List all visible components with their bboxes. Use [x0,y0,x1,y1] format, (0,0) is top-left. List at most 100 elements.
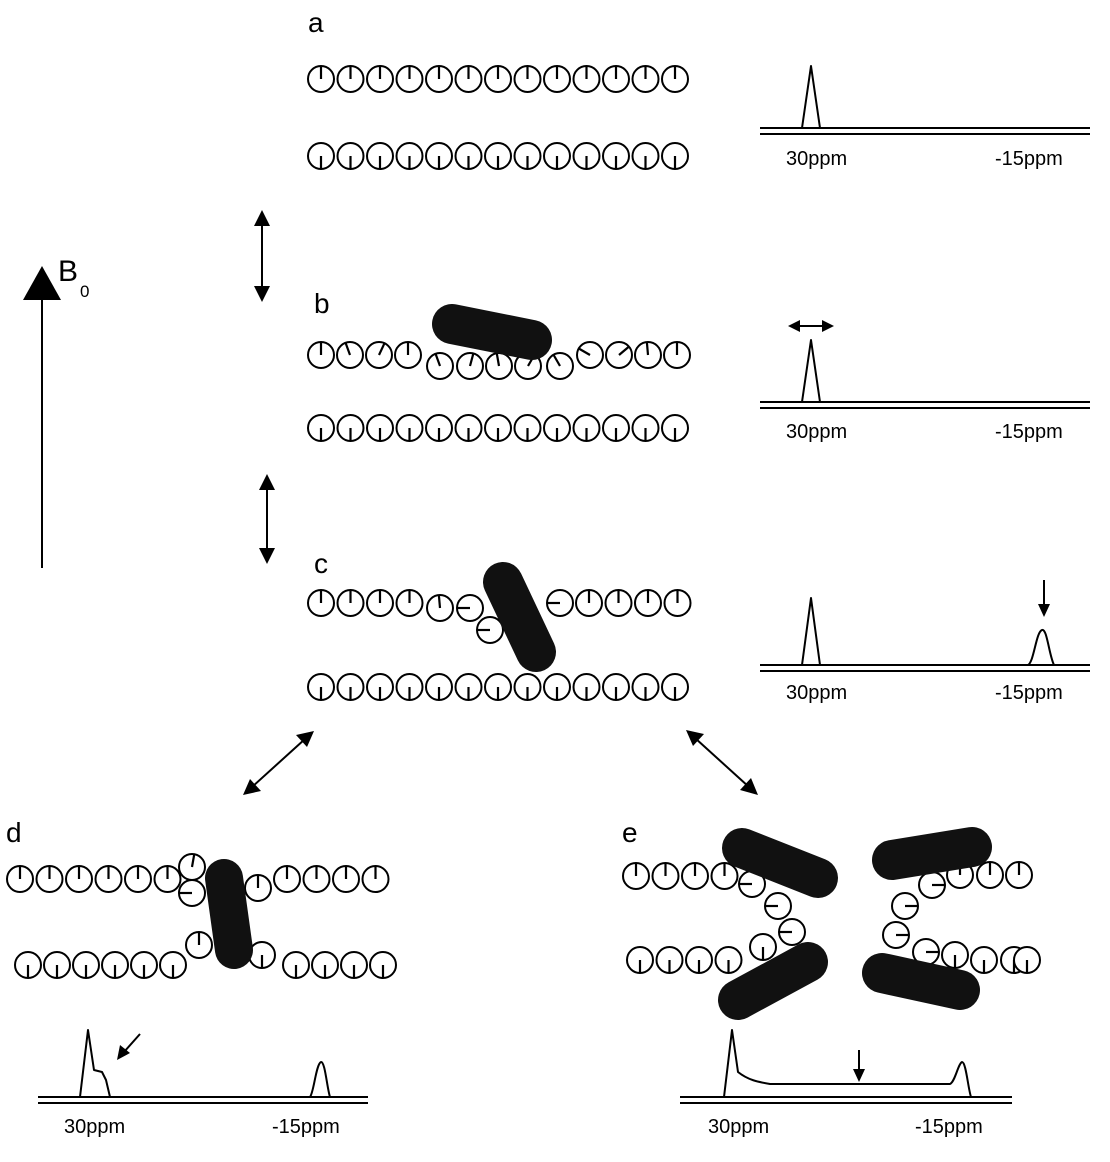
lipid-c-lower [661,673,689,701]
lipid-e-lower [941,941,969,969]
lipid-b-lower [425,414,453,442]
spectrum-a [760,65,1090,135]
lipid-c-upper [575,589,603,617]
panel-label-b: b [314,288,330,319]
lipid-b-lower [454,414,483,442]
spectrum-a-left-label: 30ppm [786,148,847,170]
lipid-a-lower [366,142,394,170]
lipid-d-lower [311,951,339,979]
lipid-e-lower [749,933,777,961]
lipid-b-lower [366,414,394,442]
plateau-indicator-arrow-e [853,1050,865,1082]
lipid-d-upper [6,865,34,893]
lipid-d-upper [244,874,272,902]
lipid-c-upper [634,589,662,617]
peptide-e-pore-upper-left [722,828,838,898]
lipid-c-lower [602,673,630,701]
lipid-b-upper [307,341,335,369]
spectrum-d-left-label: 30ppm [64,1116,125,1138]
spectrum-e-left-label: 30ppm [708,1116,769,1138]
lipid-e-upper [622,862,650,890]
spectrum-b-left-label: 30ppm [786,421,847,443]
lipid-d-upper [35,865,64,893]
lipid-b-lower [484,414,512,442]
lipid-c-upper [307,589,335,617]
spectrum-c-left-label: 30ppm [786,682,847,704]
spectrum-d-right-label: -15ppm [272,1116,340,1138]
b0-field-arrow [23,266,61,568]
lipid-c-lower [484,673,512,701]
lipid-e-upper [710,862,739,890]
lipid-c-upper [426,594,454,622]
lipid-e-upper [778,918,806,946]
lipid-d-lower [14,951,42,979]
spectrum-d [38,1029,368,1104]
lipid-a-upper [307,65,335,93]
lipid-d-upper [178,853,206,881]
lipid-d-upper [302,865,331,893]
lipid-a-upper [336,65,365,93]
lipid-b-upper [576,341,604,369]
lipid-a-upper [484,65,512,93]
spectrum-e [680,1029,1012,1104]
lipid-d-lower [185,931,213,959]
lipid-a-upper [602,65,630,93]
lipid-c-lower [631,673,660,701]
lipid-a-lower [336,142,365,170]
spectrum-b [760,339,1090,409]
lipid-a-lower [454,142,483,170]
panel-label-d: d [6,817,22,848]
lipid-b-upper [426,352,454,380]
lipid-e-lower [912,938,940,966]
spectrum-b-right-label: -15ppm [995,421,1063,443]
lipid-a-upper [366,65,394,93]
lipid-e-upper [764,892,792,920]
lipid-a-lower [631,142,660,170]
lipid-b-lower [543,414,571,442]
lipid-e-upper [976,861,1004,889]
panel-label-e: e [622,817,638,848]
spectrum-e-right-label: -15ppm [915,1116,983,1138]
lipid-b-lower [307,414,335,442]
membrane-layers [6,65,1041,979]
lipid-e-lower [685,946,713,974]
lipid-d-lower [248,941,276,969]
lipid-a-lower [395,142,424,170]
lipid-c-lower [395,673,424,701]
lipid-a-upper [395,65,424,93]
lipid-a-upper [572,65,601,93]
lipid-d-lower [130,951,158,979]
lipid-b-lower [336,414,365,442]
peptide-b-surface [432,304,552,360]
transition-arrow-c-d [243,731,314,795]
lipid-e-lower [1013,946,1041,974]
b0-label: B [58,255,78,288]
lipid-c-lower [307,673,335,701]
lipid-e-lower [882,921,910,949]
lipid-a-lower [661,142,689,170]
peptide-e-pore-upper-right [872,827,992,880]
lipid-d-upper [153,865,182,893]
lipid-d-lower [101,951,129,979]
lipid-d-lower [369,951,397,979]
lipid-a-lower [484,142,512,170]
lipid-d-lower [282,951,310,979]
lipid-a-upper [543,65,571,93]
lipid-d-lower [72,951,100,979]
lipid-d-upper [65,865,93,893]
lipid-a-lower [425,142,453,170]
lipid-d-upper [273,865,301,893]
lipid-b-upper [456,352,484,380]
lipid-a-upper [454,65,483,93]
lipid-e-lower [626,946,654,974]
transition-arrow-a-b [254,210,270,302]
lipid-d-upper [124,865,152,893]
lipid-d-upper [94,865,123,893]
transition-arrow-c-e [686,730,758,795]
lipid-c-lower [513,673,542,701]
lipid-b-upper [394,341,422,369]
lipid-c-lower [366,673,394,701]
lipid-e-upper [681,862,709,890]
lipid-b-upper [546,352,574,380]
